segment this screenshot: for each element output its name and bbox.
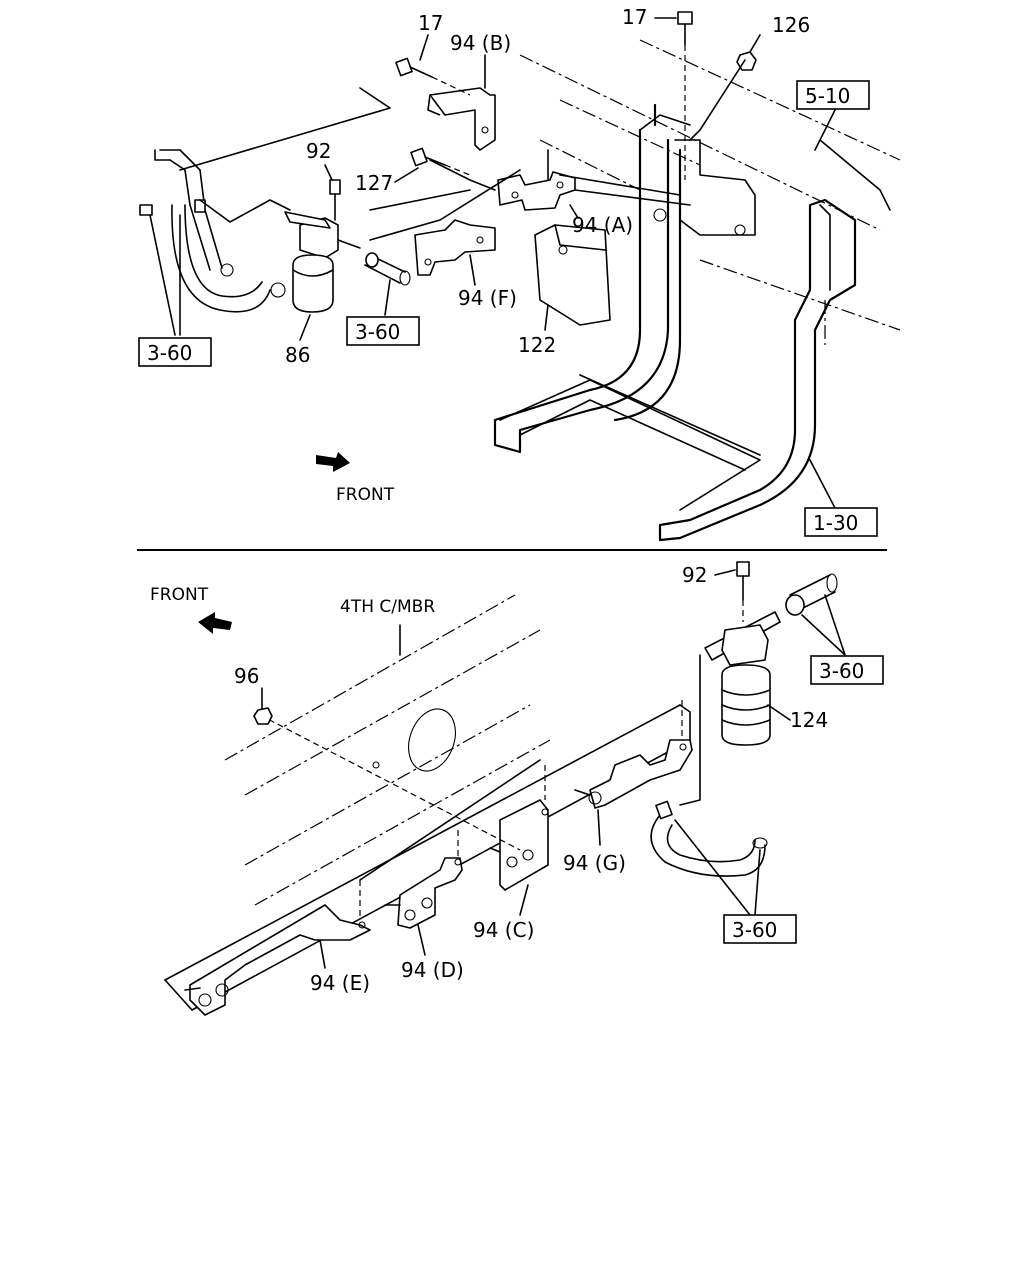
label-126: 126: [772, 13, 810, 37]
fuel-hose-mid: [364, 252, 411, 286]
front-arrow-bottom: [198, 612, 232, 634]
ref-box-3-60-mid[interactable]: 3-60: [346, 316, 420, 346]
top-view: 17 94 (B) 17 126 92 127 94 (A) 94 (F) 12…: [138, 5, 901, 542]
fuel-filter-124: [704, 561, 781, 746]
label-122: 122: [518, 333, 556, 357]
ref-box-3-60-right[interactable]: 3-60: [810, 655, 884, 685]
ref-3-60-left-text: 3-60: [147, 341, 192, 365]
nut-96: [253, 707, 273, 725]
ref-3-60-bottom-text: 3-60: [732, 918, 777, 942]
ref-1-30-text: 1-30: [813, 511, 858, 535]
bracket-94b: [427, 87, 496, 151]
ref-5-10-text: 5-10: [805, 84, 850, 108]
ref-box-1-30[interactable]: 1-30: [804, 507, 878, 537]
label-94a: 94 (A): [572, 213, 633, 237]
ref-3-60-right-text: 3-60: [819, 659, 864, 683]
label-92-top: 92: [306, 139, 331, 163]
fuel-filter-86: [284, 179, 361, 313]
bracket-94d: [384, 857, 463, 929]
label-94d: 94 (D): [401, 958, 464, 982]
bracket-94c: [489, 799, 549, 891]
cover-122: [534, 224, 611, 326]
bracket-94e: [184, 904, 371, 1016]
bolt-17-left: [395, 57, 471, 96]
label-94b: 94 (B): [450, 31, 511, 55]
bolt-127: [410, 147, 471, 176]
fuel-hose-right: [785, 573, 838, 616]
bottom-view: FRONT 4TH C/MBR 96 92 124 94 (G) 94 (C) …: [150, 561, 884, 1016]
label-front-top: FRONT: [336, 485, 395, 505]
label-127: 127: [355, 171, 393, 195]
ref-box-3-60-left[interactable]: 3-60: [138, 337, 212, 367]
label-124: 124: [790, 708, 828, 732]
front-arrow-top: [316, 452, 350, 472]
label-17-right: 17: [622, 5, 647, 29]
step-bracket: [493, 103, 857, 542]
label-94e: 94 (E): [310, 971, 370, 995]
label-94f: 94 (F): [458, 286, 517, 310]
label-crossmember: 4TH C/MBR: [340, 597, 435, 617]
label-17-left: 17: [418, 11, 443, 35]
bracket-94f: [414, 219, 496, 276]
label-96: 96: [234, 664, 259, 688]
bracket-94g: [574, 739, 693, 809]
label-front-bottom: FRONT: [150, 585, 209, 605]
label-94g: 94 (G): [563, 851, 626, 875]
fuel-hoses-left: [139, 149, 286, 313]
ref-3-60-mid-text: 3-60: [355, 320, 400, 344]
label-92-bottom: 92: [682, 563, 707, 587]
label-94c: 94 (C): [473, 918, 534, 942]
bracket-94a: [497, 171, 691, 211]
ref-box-5-10[interactable]: 5-10: [796, 80, 870, 110]
label-86: 86: [285, 343, 310, 367]
nut-126: [689, 51, 757, 141]
ref-box-3-60-bottom[interactable]: 3-60: [723, 914, 797, 944]
bolt-17-right: [677, 11, 693, 180]
